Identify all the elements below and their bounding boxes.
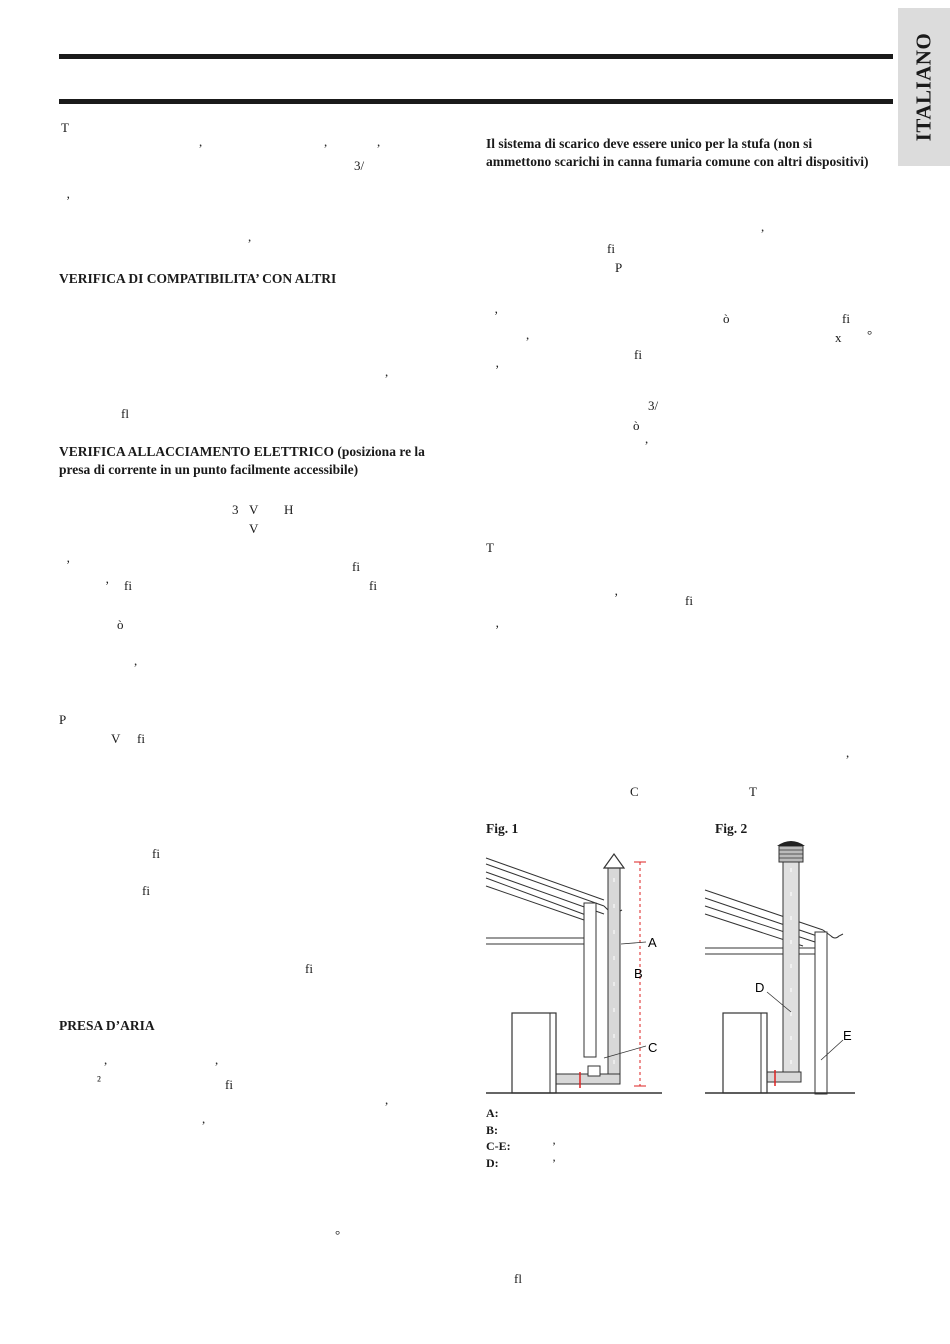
left-column-text-fragment: fi [124,578,132,593]
left-column-text-fragment: , [324,134,328,149]
right-column-text-fragment: , [645,431,649,446]
heading-electrical: VERIFICA ALLACCIAMENTO ELETTRICO (posizi… [59,444,425,477]
left-column-text-fragment: fi [369,578,377,593]
top-rule [59,54,893,59]
left-column-text-fragment: 3 [232,502,239,517]
language-tab: ITALIANO [898,8,950,166]
left-column-text-fragment: ’ [105,578,110,593]
right-column-text-fragment: T [749,784,757,799]
header-rule [59,99,893,104]
left-column-text-fragment: V [111,731,121,746]
fig2-label: Fig. 2 [715,821,748,836]
left-column-text-fragment: ° [335,1227,341,1242]
right-column-text-fragment: ò [633,418,640,433]
right-column-text-fragment: x [835,330,842,345]
fig2-label-e: E [843,1028,852,1043]
left-column-text-fragment: fi [152,846,160,861]
left-column-text-fragment: T [61,120,69,135]
left-column-text-fragment: P [59,712,67,727]
right-column-text-fragment: fi [607,241,615,256]
left-column-text-fragment: H [284,502,294,517]
left-column-text-fragment: 3/ [354,158,365,173]
footer-mark: fl [514,1271,522,1286]
left-column-text-fragment: , [134,653,138,668]
left-column-text-fragment: , [104,1052,108,1067]
left-column-text-fragment: fi [305,961,313,976]
left-column-text-fragment: fi [352,559,360,574]
right-column-text-fragment: ’ [495,622,500,637]
left-column-text-fragment: fi [142,883,150,898]
heading-exhaust-system: Il sistema di scarico deve essere unico … [486,136,869,169]
left-column-text-fragment: fl [121,406,129,421]
legend-marks: ’ ’ [552,1139,596,1170]
left-column-text-fragment: , [202,1111,206,1126]
right-column-text-fragment: ’ [494,308,499,323]
heading-compatibility: VERIFICA DI COMPATIBILITA’ CON ALTRI [59,271,337,286]
right-column-text-fragment: fi [685,593,693,608]
fig1-diagram: A B C [485,852,662,1094]
left-column-text-fragment: , [215,1052,219,1067]
right-column-text-fragment: , [761,219,765,234]
left-column-text-fragment: ² [97,1073,101,1088]
legend-key: A: [486,1106,499,1120]
fig2-label-d: D [755,980,764,995]
left-column-text-fragment: , [385,364,389,379]
left-column-text-fragment: ’ [66,193,71,208]
legend-key: C-E: [486,1139,511,1153]
figure-legend: A: B: C-E:’ ’ D: [486,1105,556,1172]
right-column-text-fragment: ò [723,311,730,326]
legend-item: D: [486,1155,511,1172]
legend-item: B: [486,1122,511,1139]
legend-key: D: [486,1155,499,1170]
fig1-label-c: C [648,1040,657,1055]
heading-air-intake: PRESA D’ARIA [59,1018,155,1033]
left-column-text-fragment: ò [117,617,124,632]
right-column-text-fragment: ’ [614,590,619,605]
right-column-text-fragment: fi [634,347,642,362]
fig2-diagram: D E [704,841,855,1095]
left-column-text-fragment: fi [137,731,145,746]
left-column-text-fragment: , [199,134,203,149]
right-column-text-fragment: fi [842,311,850,326]
right-column-text-fragment: T [486,540,494,555]
fig1-label-b: B [634,966,643,981]
right-column-text-fragment: ’ [495,362,500,377]
right-column-text-fragment: C [630,784,639,799]
legend-key: B: [486,1122,498,1137]
right-column-text-fragment: , [846,745,850,760]
right-column-text-fragment: ° [867,327,873,342]
fig1-label-a: A [648,935,657,950]
right-column-text-fragment: , [526,327,530,342]
legend-item: C-E:’ ’ [486,1138,556,1170]
left-column-text-fragment: , [385,1092,389,1107]
language-tab-label: ITALIANO [911,32,936,142]
left-column-text-fragment: V [249,521,259,536]
left-column-text-fragment: fi [225,1077,233,1092]
fig1-label: Fig. 1 [486,821,519,836]
left-column-text-fragment: , [248,229,252,244]
right-column-text-fragment: P [615,260,623,275]
right-column-text-fragment: 3/ [648,398,659,413]
left-column-text-fragment: V [249,502,259,517]
left-column-text-fragment: ’ [66,557,71,572]
legend-item: A: [486,1105,511,1122]
left-column-text-fragment: , [377,134,381,149]
